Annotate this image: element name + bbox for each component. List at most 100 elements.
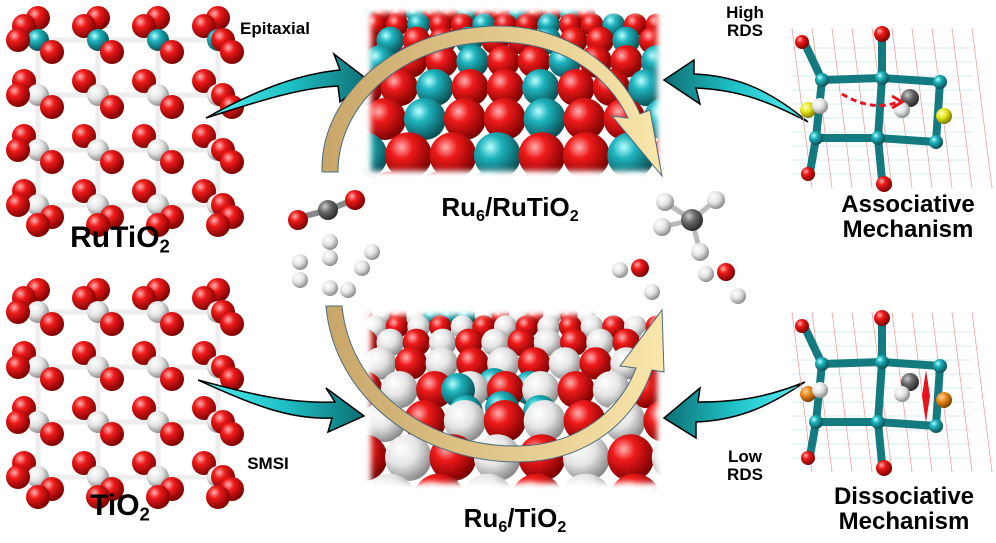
- atom-ru: [523, 98, 566, 140]
- bond: [874, 74, 886, 142]
- atom-o: [40, 422, 64, 446]
- atom-c: [681, 209, 703, 231]
- atom-o: [100, 367, 124, 391]
- atom-o: [6, 410, 30, 434]
- bond: [874, 358, 886, 426]
- atom-o: [160, 40, 184, 64]
- atom-o: [364, 98, 406, 140]
- grid-line: [911, 27, 933, 189]
- atom-ru: [403, 98, 446, 140]
- atom-o: [132, 286, 156, 310]
- dissociative-mechanism-label: Dissociative Mechanism: [812, 484, 996, 535]
- atom-ru: [933, 359, 947, 373]
- atom-o: [764, 347, 796, 379]
- ru6-rutio2-label-sub1: 6: [475, 206, 485, 225]
- bond: [874, 134, 886, 184]
- atom-ru: [929, 135, 943, 149]
- atom-o: [562, 132, 610, 178]
- atom-h: [698, 266, 714, 282]
- atom-o: [40, 367, 64, 391]
- migration-arrow-icon: [841, 92, 899, 108]
- associative-mechanism-structure: [791, 26, 993, 192]
- atom-o: [132, 69, 156, 93]
- atom-o: [483, 400, 526, 442]
- atom-h: [322, 234, 338, 250]
- atom-o: [192, 14, 216, 38]
- atom-y: [936, 108, 952, 124]
- atom-o: [40, 150, 64, 174]
- bond: [878, 74, 944, 86]
- atom-h: [322, 280, 338, 296]
- atom-h: [707, 191, 725, 209]
- atom-o: [483, 98, 526, 140]
- atom-o: [72, 179, 96, 203]
- atom-o: [876, 460, 892, 476]
- ru6-rutio2-label-a: Ru: [441, 192, 476, 222]
- bond: [874, 418, 940, 430]
- atom-o: [26, 485, 50, 509]
- ru6-tio2-label-sub2: 2: [557, 517, 567, 536]
- atom-ru: [875, 355, 889, 369]
- atom-o: [26, 213, 50, 237]
- ch4-molecule: [653, 191, 725, 261]
- atom-o: [160, 367, 184, 391]
- atom-o: [874, 26, 890, 42]
- atom-o: [40, 40, 64, 64]
- atom-h: [894, 386, 910, 402]
- atom-o: [160, 422, 184, 446]
- grid-line: [831, 27, 853, 189]
- atom-o: [192, 451, 216, 475]
- atom-ti: [385, 434, 432, 481]
- atom-o: [206, 485, 230, 509]
- high-rds-label: High RDS: [710, 4, 780, 40]
- ru6-rutio2-label: Ru6/RuTiO2: [380, 192, 640, 224]
- rutio2-label-main: RuTiO: [70, 221, 160, 254]
- atom-ru: [929, 419, 943, 433]
- atom-ru: [364, 13, 366, 36]
- atom-o: [132, 179, 156, 203]
- smsi-arrow-icon: [197, 379, 366, 434]
- atom-ti: [763, 400, 805, 442]
- atom-o: [100, 312, 124, 336]
- smsi-label: SMSI: [247, 454, 289, 473]
- h2-molecule: [354, 244, 380, 276]
- atom-ru: [933, 75, 947, 89]
- atom-o: [764, 45, 796, 77]
- grid-line: [911, 311, 933, 473]
- bond: [818, 74, 886, 84]
- atom-o: [451, 69, 489, 107]
- atom-o: [86, 485, 110, 509]
- atom-c: [901, 89, 919, 107]
- atom-h: [354, 260, 370, 276]
- atom-o: [607, 434, 655, 481]
- co2-molecule: [288, 190, 365, 230]
- atom-ru: [875, 71, 889, 85]
- atom-ti: [733, 347, 765, 379]
- atom-o: [160, 312, 184, 336]
- atom-o: [683, 98, 725, 140]
- atom-o: [40, 312, 64, 336]
- low-rds-arrow-icon: [662, 381, 806, 440]
- atom-o: [220, 422, 244, 446]
- atom-o: [487, 45, 520, 78]
- high-rds-line2: RDS: [727, 20, 763, 40]
- epitaxial-label: Epitaxial: [240, 19, 310, 38]
- atom-o: [6, 138, 30, 162]
- h2-molecule: [292, 254, 308, 288]
- bond: [874, 418, 886, 468]
- atom-h: [653, 218, 671, 236]
- ru6-tio2-label: Ru6/TiO2: [400, 504, 630, 535]
- atom-ru: [871, 131, 885, 145]
- atom-ru: [815, 73, 829, 87]
- atom-o: [703, 347, 735, 379]
- epitaxial-arrow-icon: [205, 51, 370, 119]
- atom-o: [132, 124, 156, 148]
- grid-line: [971, 27, 993, 189]
- atom-o: [703, 45, 735, 77]
- atom-o: [160, 150, 184, 174]
- associative-mechanism-label: Associative Mechanism: [820, 192, 996, 243]
- atom-o: [100, 150, 124, 174]
- atom-o: [100, 422, 124, 446]
- atom-o: [192, 396, 216, 420]
- tio2-label: TiO2: [40, 490, 200, 524]
